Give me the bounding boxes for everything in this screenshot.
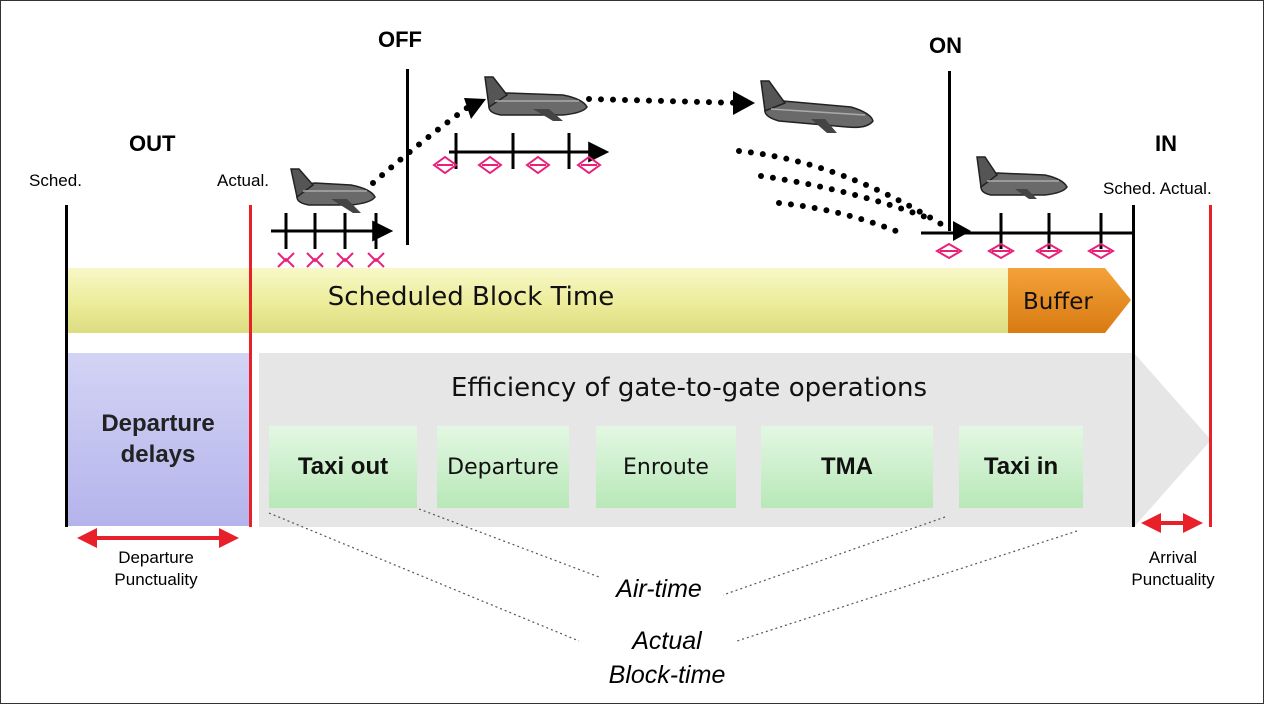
- descent-path-3: [776, 200, 904, 236]
- arrival-punctuality-label: Arrival Punctuality: [1131, 548, 1215, 589]
- actual-block-time-line1: Actual: [632, 627, 702, 655]
- in-marker: IN: [1155, 131, 1177, 156]
- cruise-arrow-head: [733, 91, 755, 115]
- air-time-guides: [418, 508, 946, 596]
- descent-path-1: [736, 148, 952, 232]
- cruise-path: [586, 96, 744, 106]
- event-markers: [277, 155, 1115, 268]
- climb-path: [370, 102, 474, 186]
- actual-block-time-line2: Block-time: [608, 661, 726, 689]
- phase-taxi-in: Taxi in: [959, 426, 1083, 508]
- phase-tma: TMA: [761, 426, 933, 508]
- off-marker: OFF: [378, 27, 422, 52]
- sched-in-line: [1132, 205, 1135, 527]
- actual-out-label: Actual.: [217, 171, 269, 190]
- airplane-icon: [290, 168, 376, 213]
- efficiency-label: Efficiency of gate-to-gate operations: [451, 373, 928, 403]
- departure-punctuality-label: Departure Punctuality: [114, 548, 198, 589]
- actual-in-line: [1209, 205, 1212, 527]
- airplane-icon: [976, 156, 1068, 199]
- sched-actual-in-label: Sched. Actual.: [1103, 179, 1212, 198]
- departure-delays-box: Departure delays: [66, 353, 250, 526]
- buffer-arrow: [1007, 268, 1131, 333]
- block-time-guides: [268, 512, 1078, 642]
- scheduled-block-time-label: Scheduled Block Time: [327, 282, 615, 312]
- off-line: [406, 69, 409, 245]
- phase-taxi-out: Taxi out: [269, 426, 417, 508]
- scheduled-block-time-bar: Scheduled Block Time: [66, 268, 1008, 333]
- sched-out-label: Sched.: [29, 171, 82, 190]
- descent-arrow-head: [953, 221, 971, 241]
- on-line: [948, 71, 951, 231]
- climb-arrow-head: [464, 98, 486, 119]
- buffer-label: Buffer: [1023, 289, 1093, 315]
- sched-out-line: [65, 205, 68, 527]
- descent-path-2: [758, 173, 934, 222]
- phase-departure: Departure: [437, 426, 569, 508]
- actual-out-line: [249, 205, 252, 527]
- air-time-label: Air-time: [616, 575, 702, 603]
- on-marker: ON: [929, 33, 962, 58]
- airplane-icon: [484, 76, 588, 121]
- airplane-icon: [760, 80, 874, 133]
- phase-enroute: Enroute: [596, 426, 736, 508]
- out-marker: OUT: [129, 131, 176, 156]
- departure-delays-label: Departure delays: [101, 410, 215, 468]
